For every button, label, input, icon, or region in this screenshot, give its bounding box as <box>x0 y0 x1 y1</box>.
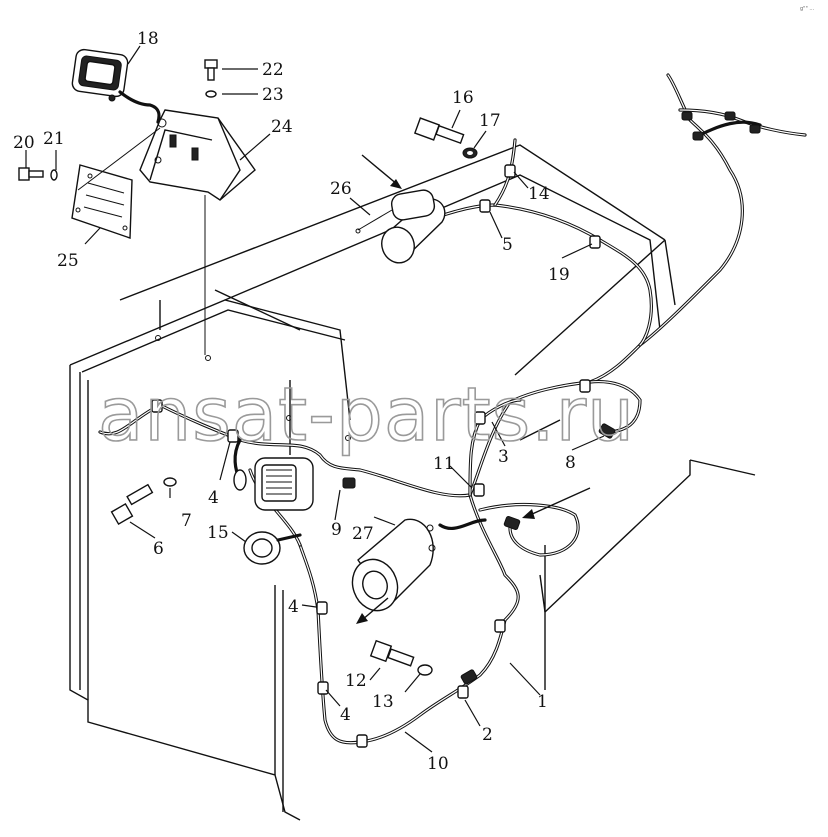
callout-13: 13 <box>372 692 394 712</box>
bracket-24 <box>139 109 256 355</box>
callout-16: 16 <box>452 88 474 108</box>
bolt-6 <box>110 483 154 526</box>
callout-6: 6 <box>153 539 164 559</box>
callout-12: 12 <box>345 671 367 691</box>
motor-27 <box>351 518 436 612</box>
work-lamp-18 <box>71 48 161 124</box>
callout-17: 17 <box>479 111 501 131</box>
callout-23: 23 <box>262 85 284 105</box>
callout-10: 10 <box>427 754 449 774</box>
callout-7: 7 <box>181 511 192 531</box>
callout-20: 20 <box>13 133 35 153</box>
callout-1: 1 <box>537 692 548 712</box>
callout-27: 27 <box>352 524 374 544</box>
connectors <box>342 111 761 685</box>
rear-lamp <box>233 457 314 511</box>
callout-8: 8 <box>565 453 576 473</box>
callout-3: 3 <box>498 447 509 467</box>
watermark: ansat-parts.ru <box>98 372 635 458</box>
leader-lines <box>25 45 605 753</box>
bolt-12 <box>369 639 415 667</box>
bolt-20 <box>18 167 44 181</box>
callout-24: 24 <box>271 117 293 137</box>
washer-13 <box>417 664 433 676</box>
callout-9: 9 <box>331 520 342 540</box>
horn-26 <box>355 189 446 264</box>
callout-4: 4 <box>208 488 219 508</box>
callout-2: 2 <box>482 725 493 745</box>
callout-5: 5 <box>502 235 513 255</box>
callout-19: 19 <box>548 265 570 285</box>
horn-15 <box>243 531 302 565</box>
callout-18: 18 <box>137 29 159 49</box>
callout-15: 15 <box>207 523 229 543</box>
callout-4: 4 <box>340 705 351 725</box>
callout-14: 14 <box>528 184 550 204</box>
callout-labels: 1 2 3 4 4 4 5 6 7 8 9 10 11 12 13 14 15 … <box>13 29 576 774</box>
plate-25 <box>71 127 161 239</box>
direction-arrows <box>356 154 591 624</box>
corner-mark: g"" ... <box>800 6 815 12</box>
washer-21 <box>50 169 58 181</box>
bolt-16 <box>413 117 465 145</box>
washer-7 <box>163 477 177 487</box>
callout-25: 25 <box>57 251 79 271</box>
callout-4: 4 <box>288 597 299 617</box>
callout-22: 22 <box>262 60 284 80</box>
machine-body <box>69 144 756 821</box>
callout-11: 11 <box>433 454 455 474</box>
clips <box>151 164 601 748</box>
callout-21: 21 <box>43 129 65 149</box>
washer-23 <box>205 90 217 98</box>
parts <box>18 48 761 748</box>
bolt-22 <box>204 59 218 81</box>
front-panel-left-edge <box>69 365 301 821</box>
callout-26: 26 <box>330 179 352 199</box>
